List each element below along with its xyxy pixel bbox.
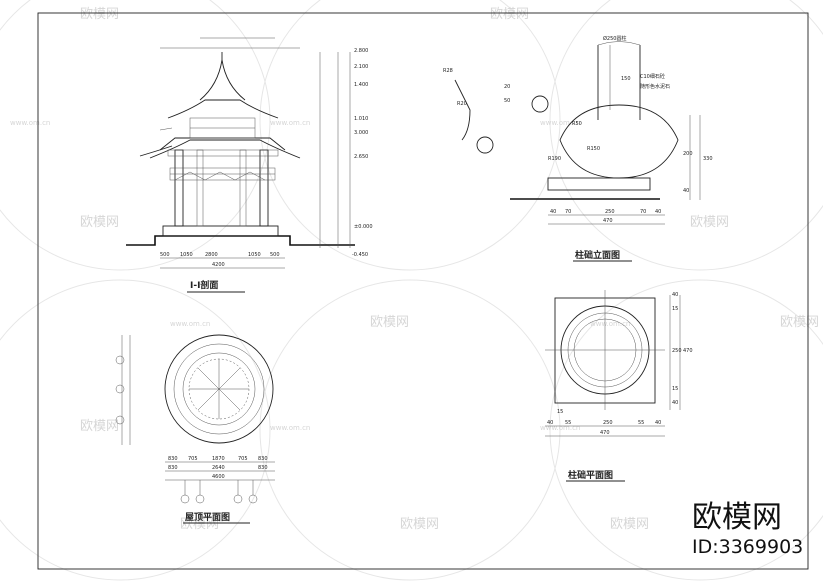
svg-text:www.om.cn: www.om.cn	[270, 119, 310, 127]
svg-text:70: 70	[640, 209, 646, 215]
svg-text:www.om.cn: www.om.cn	[540, 119, 580, 127]
svg-text:www.om.cn: www.om.cn	[540, 424, 580, 432]
watermark-text: 欧模网 欧模网 欧模网 欧模网 欧模网 欧模网 欧模网 欧模网 欧模网 欧模网	[80, 7, 819, 532]
svg-text:www.om.cn: www.om.cn	[170, 320, 210, 328]
svg-text:-0.450: -0.450	[352, 252, 368, 258]
svg-text:1.400: 1.400	[354, 82, 368, 88]
svg-text:250: 250	[603, 420, 613, 426]
svg-text:15: 15	[672, 306, 678, 312]
svg-text:R20: R20	[457, 101, 467, 107]
base-elevation-title: 柱础立面图	[575, 249, 620, 261]
svg-text:470: 470	[603, 218, 613, 224]
svg-text:1.010: 1.010	[354, 116, 368, 122]
svg-text:705: 705	[188, 456, 198, 462]
svg-text:830: 830	[258, 465, 268, 471]
brand-id: ID:3369903	[692, 536, 803, 558]
svg-text:55: 55	[565, 420, 571, 426]
svg-text:2.650: 2.650	[354, 154, 368, 160]
svg-text:www.om.cn: www.om.cn	[10, 119, 50, 127]
svg-text:4200: 4200	[212, 262, 225, 268]
svg-text:R150: R150	[587, 146, 600, 152]
section-drawing: 2.800 2.100 1.400 1.010 3.000 2.650 ±0.0…	[126, 37, 373, 293]
svg-text:500: 500	[270, 252, 280, 258]
svg-text:40: 40	[672, 400, 678, 406]
svg-text:欧模网: 欧模网	[80, 419, 119, 434]
brand-block: 欧模网 ID:3369903	[692, 500, 803, 558]
svg-text:705: 705	[238, 456, 248, 462]
svg-text:1050: 1050	[180, 252, 193, 258]
svg-text:40: 40	[547, 420, 553, 426]
svg-text:欧模网: 欧模网	[690, 215, 729, 230]
svg-text:R50: R50	[572, 121, 582, 127]
svg-text:2.100: 2.100	[354, 64, 368, 70]
svg-text:830: 830	[258, 456, 268, 462]
svg-text:330: 330	[703, 156, 713, 162]
svg-text:150: 150	[621, 76, 631, 82]
svg-text:R190: R190	[548, 156, 561, 162]
svg-text:2640: 2640	[212, 465, 225, 471]
svg-text:40: 40	[672, 292, 678, 298]
svg-text:R28: R28	[443, 68, 453, 74]
svg-text:40: 40	[655, 209, 661, 215]
svg-text:www.om.cn: www.om.cn	[590, 320, 630, 328]
watermark-url: www.om.cn www.om.cn www.om.cn www.om.cn …	[10, 119, 630, 432]
svg-text:C10细石砼: C10细石砼	[640, 73, 665, 80]
svg-text:欧模网: 欧模网	[610, 517, 649, 532]
svg-text:3.000: 3.000	[354, 130, 368, 136]
svg-text:15: 15	[672, 386, 678, 392]
svg-text:±0.000: ±0.000	[354, 224, 373, 230]
svg-text:2800: 2800	[205, 252, 218, 258]
svg-text:15: 15	[557, 409, 563, 415]
svg-text:40: 40	[683, 188, 689, 194]
svg-text:欧模网: 欧模网	[80, 215, 119, 230]
svg-text:250: 250	[672, 348, 682, 354]
svg-text:70: 70	[565, 209, 571, 215]
section-title: I-I剖面	[190, 279, 218, 291]
svg-text:欧模网: 欧模网	[80, 7, 119, 22]
svg-text:50: 50	[504, 98, 510, 104]
base-elevation-drawing: Ø250圆柱 C10细石砼 随形色水泥石 R28 R20 R50 R150 R1…	[443, 35, 713, 262]
svg-text:欧模网: 欧模网	[400, 517, 439, 532]
svg-text:欧模网: 欧模网	[490, 7, 529, 22]
svg-text:55: 55	[638, 420, 644, 426]
svg-text:40: 40	[655, 420, 661, 426]
svg-text:500: 500	[160, 252, 170, 258]
svg-text:www.om.cn: www.om.cn	[270, 424, 310, 432]
svg-text:40: 40	[550, 209, 556, 215]
svg-text:欧模网: 欧模网	[780, 315, 819, 330]
svg-text:欧模网: 欧模网	[180, 517, 219, 532]
svg-text:4600: 4600	[212, 474, 225, 480]
svg-text:1870: 1870	[212, 456, 225, 462]
svg-text:470: 470	[600, 430, 610, 436]
svg-text:20: 20	[504, 84, 510, 90]
drawing-frame	[37, 12, 809, 570]
svg-text:200: 200	[683, 151, 693, 157]
roof-plan-drawing: 830 705 1870 705 830 830 2640 830 4600 屋…	[115, 334, 275, 524]
base-plan-title: 柱础平面图	[568, 469, 613, 481]
svg-text:Ø250圆柱: Ø250圆柱	[603, 35, 626, 42]
svg-text:250: 250	[605, 209, 615, 215]
svg-text:830: 830	[168, 465, 178, 471]
svg-text:2.800: 2.800	[354, 48, 368, 54]
svg-text:欧模网: 欧模网	[370, 315, 409, 330]
brand-name: 欧模网	[692, 500, 782, 535]
svg-text:470: 470	[683, 348, 693, 354]
base-plan-drawing: 40 15 250 15 40 470 15 40 55 250 55 40 4…	[545, 290, 693, 482]
svg-text:830: 830	[168, 456, 178, 462]
svg-text:1050: 1050	[248, 252, 261, 258]
svg-text:随形色水泥石: 随形色水泥石	[640, 83, 670, 90]
roof-plan-title: 屋顶平面图	[185, 512, 230, 523]
